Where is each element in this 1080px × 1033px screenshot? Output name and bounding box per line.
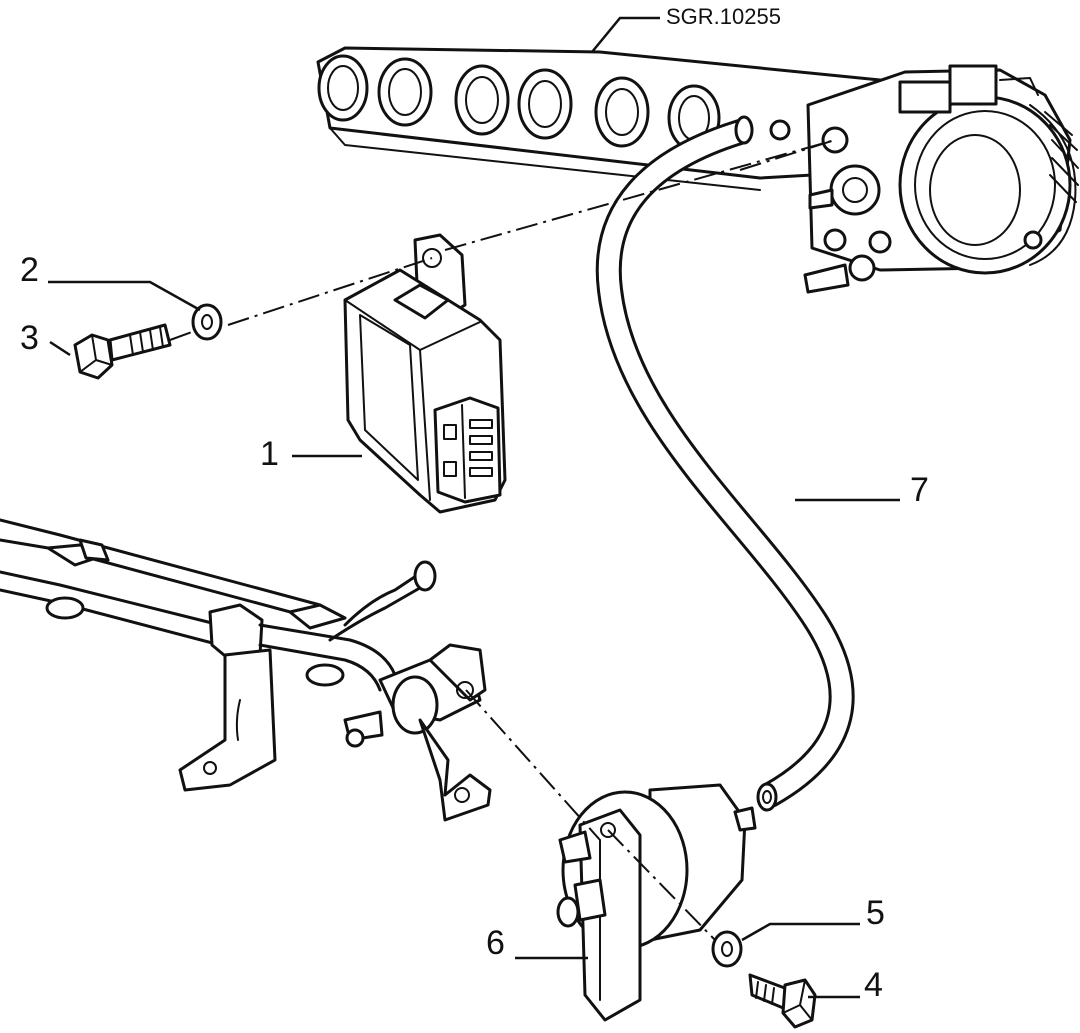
reference-code-label: SGR.10255 [666, 4, 781, 29]
callout-label-3: 3 [20, 319, 39, 357]
callout-label-6: 6 [486, 924, 505, 962]
assembly-center-lines [169, 139, 836, 941]
washer-5 [711, 930, 743, 968]
callout-label-5: 5 [866, 894, 885, 932]
bolt-3 [73, 323, 172, 380]
vacuum-hose [595, 115, 855, 812]
manifold-runner-ports [317, 54, 721, 152]
fuel-pressure-regulator [556, 783, 757, 1022]
fuel-rail [0, 518, 437, 792]
callout-label-4: 4 [864, 966, 883, 1004]
intake-manifold [316, 46, 907, 191]
callout-label-7: 7 [910, 471, 929, 509]
washer-2 [191, 303, 223, 341]
electrical-connector [433, 396, 502, 504]
callout-label-2: 2 [20, 251, 39, 289]
leader-lines [48, 16, 900, 999]
bolt-4 [748, 973, 817, 1029]
callout-label-1: 1 [260, 435, 279, 473]
sensor-module [343, 233, 507, 514]
throttle-body [769, 64, 1079, 294]
regulator-bracket [343, 643, 492, 822]
